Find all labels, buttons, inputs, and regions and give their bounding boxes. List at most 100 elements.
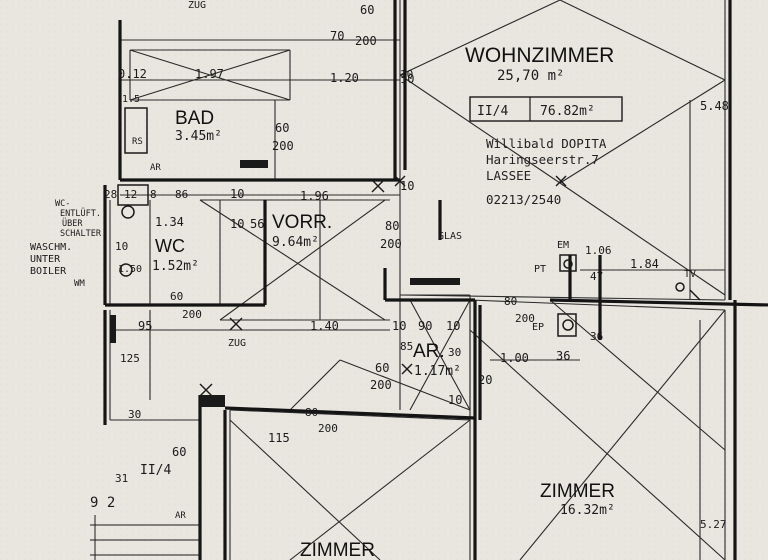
dim-85: 85 (400, 340, 413, 353)
label-wc-note-4: SCHALTER (60, 229, 102, 239)
dim-60-ar: 60 (375, 361, 389, 375)
room-name-bad: BAD (175, 108, 214, 129)
stair-hatch (90, 515, 200, 560)
dim-60-top: 60 (360, 3, 374, 17)
label-pt: PT (534, 264, 546, 275)
dim-1-00: 1.00 (500, 351, 529, 365)
dim-10-b: 10 (400, 179, 414, 193)
label-unter: UNTER (30, 254, 61, 265)
room-name-zimmer-right: ZIMMER (540, 481, 615, 502)
dim-80-z: 80 (305, 406, 318, 419)
wall-blocks (110, 160, 460, 407)
dim-36-b: 36 (556, 349, 570, 363)
dim-60-wc: 60 (170, 290, 183, 303)
label-ep: EP (532, 322, 544, 333)
dim-20: 20 (478, 373, 492, 387)
fixtures (117, 107, 701, 337)
room-name-wohnzimmer: WOHNZIMMER (465, 44, 614, 67)
label-rs: RS (132, 137, 143, 147)
label-zug-top: ZUG (188, 0, 206, 11)
dim-1-20: 1.20 (330, 71, 359, 85)
room-area-ar: 1.17m² (414, 364, 461, 379)
dim-1-40: 1.40 (310, 319, 339, 333)
dim-36-a: 36 (590, 330, 603, 343)
dim-1-5: 1.5 (122, 94, 140, 105)
dim-10-e: 10 (115, 240, 128, 253)
label-unit-left: II/4 (140, 463, 171, 478)
label-tv: TV (684, 269, 696, 280)
room-name-wc: WC (155, 236, 185, 256)
dim-31: 31 (115, 472, 128, 485)
dim-1-84: 1.84 (630, 257, 659, 271)
dim-0-12: 0.12 (118, 67, 147, 81)
dim-10-a: 10 (400, 72, 414, 86)
dim-60-b: 60 (172, 445, 186, 459)
dim-86: 86 (175, 188, 188, 201)
dim-95: 95 (138, 319, 152, 333)
dim-5-27: 5.27 (700, 518, 727, 531)
dim-70: 70 (330, 29, 344, 43)
unit-box-id: II/4 (477, 104, 508, 119)
label-wm: WM (74, 279, 85, 289)
dim-60-bad: 60 (275, 121, 289, 135)
dim-200-vorr: 200 (380, 237, 402, 251)
label-ar-small: AR (150, 163, 161, 173)
dim-10-g: 10 (446, 319, 460, 333)
walls (103, 0, 768, 560)
label-em: EM (557, 240, 569, 251)
dim-200-r: 200 (515, 312, 535, 325)
room-area-wohnzimmer: 25,70 m² (497, 68, 564, 84)
label-waschm: WASCHM. (30, 242, 72, 253)
label-boiler: BOILER (30, 266, 67, 277)
room-area-bad: 3.45m² (175, 129, 222, 144)
room-name-zimmer-bottom: ZIMMER (300, 540, 375, 560)
dim-1-50: 1.50 (118, 264, 142, 275)
dim-10-c: 10 (230, 187, 244, 201)
dim-30: 30 (448, 346, 461, 359)
dim-10-h: 10 (448, 393, 462, 407)
unit-box-area: 76.82m² (540, 104, 595, 119)
label-wc-note-2: ENTLÜFT. (60, 208, 101, 219)
owner-phone: 02213/2540 (486, 192, 561, 207)
dim-200-bad: 200 (272, 139, 294, 153)
dim-1-97: 1.97 (195, 67, 224, 81)
label-wc-note-1: WC- (55, 199, 70, 209)
dim-92: 9 2 (90, 495, 115, 511)
label-ar-bottom: AR (175, 511, 186, 521)
switch-marks (199, 175, 567, 397)
dimension-labels: 0.12 1.97 1.20 1.5 60 70 200 10 10 60 20… (90, 3, 729, 531)
dim-30-b: 30 (128, 408, 141, 421)
dim-47: 47 (590, 270, 603, 283)
dim-28: 28 (104, 188, 117, 201)
dim-5-48: 5.48 (700, 99, 729, 113)
label-zug-mid: ZUG (228, 338, 246, 349)
label-glas: GLAS (438, 231, 462, 242)
dim-200-top: 200 (355, 34, 377, 48)
room-name-ar: AR. (413, 341, 445, 362)
label-wc-note-3: ÜBER (62, 218, 83, 229)
room-outlines (109, 0, 726, 560)
dim-200-ar: 200 (370, 378, 392, 392)
owner-street: Haringseerstr.7 (486, 152, 599, 167)
dim-200-wc: 200 (182, 308, 202, 321)
dim-8: 8 (150, 188, 157, 201)
owner-name: Willibald DOPITA (486, 136, 607, 151)
dim-80-vorr: 80 (385, 219, 399, 233)
dim-90: 90 (418, 319, 432, 333)
unit-box (469, 96, 623, 122)
dim-12: 12 (124, 188, 137, 201)
dim-80-r: 80 (504, 295, 517, 308)
room-name-vorr: VORR. (272, 212, 332, 233)
dim-1-34: 1.34 (155, 215, 184, 229)
room-area-wc: 1.52m² (152, 259, 199, 274)
dim-56: 56 (250, 217, 264, 231)
owner-city: LASSEE (486, 168, 531, 183)
dim-115: 115 (268, 431, 290, 445)
dim-10-i: 10 (400, 68, 413, 81)
dim-10-d: 10 (230, 217, 244, 231)
dim-10-f: 10 (392, 319, 406, 333)
room-area-zimmer-right: 16.32m² (560, 503, 615, 518)
room-area-vorr: 9.64m² (272, 235, 319, 250)
dim-125: 125 (120, 352, 140, 365)
